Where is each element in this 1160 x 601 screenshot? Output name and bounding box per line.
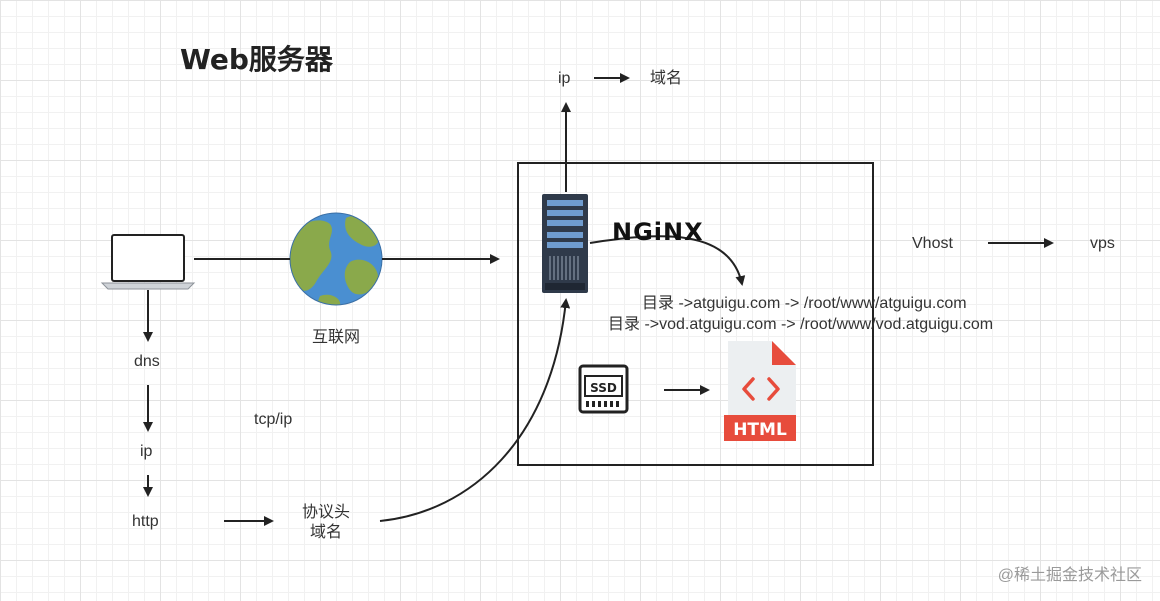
server-icon xyxy=(542,194,588,293)
ip-left-label: ip xyxy=(140,443,153,460)
laptop-icon xyxy=(100,234,196,290)
html-file-icon: HTML xyxy=(724,341,796,441)
web-server-box xyxy=(517,162,874,466)
domain-top-label: 域名 xyxy=(650,70,683,87)
vhost-label: Vhost xyxy=(912,235,953,252)
tcp-ip-label: tcp/ip xyxy=(254,411,293,428)
protocol-header-label: 协议头 域名 xyxy=(294,503,358,543)
protocol-header-line2: 域名 xyxy=(309,524,342,541)
arrow-header-to-server xyxy=(379,298,571,522)
dns-label: dns xyxy=(134,353,160,370)
internet-label: 互联网 xyxy=(312,329,361,346)
ssd-icon: SSD xyxy=(578,364,629,414)
arrow-nginx-to-directories xyxy=(589,235,746,286)
diagram-title: Web服务器 xyxy=(180,43,333,76)
ssd-label: SSD xyxy=(590,381,617,395)
globe-icon xyxy=(289,212,383,306)
watermark: @稀土掘金技术社区 xyxy=(997,567,1142,584)
http-label: http xyxy=(132,513,159,530)
html-badge-label: HTML xyxy=(733,420,787,440)
ip-top-label: ip xyxy=(558,70,571,87)
directory-mapping-1: 目录 ->atguigu.com -> /root/www/atguigu.co… xyxy=(642,295,967,312)
nginx-logo: NGiNX xyxy=(612,218,704,246)
directory-mapping-2: 目录 ->vod.atguigu.com -> /root/www/vod.at… xyxy=(608,316,994,333)
vps-label: vps xyxy=(1090,235,1115,252)
protocol-header-line1: 协议头 xyxy=(301,504,350,521)
